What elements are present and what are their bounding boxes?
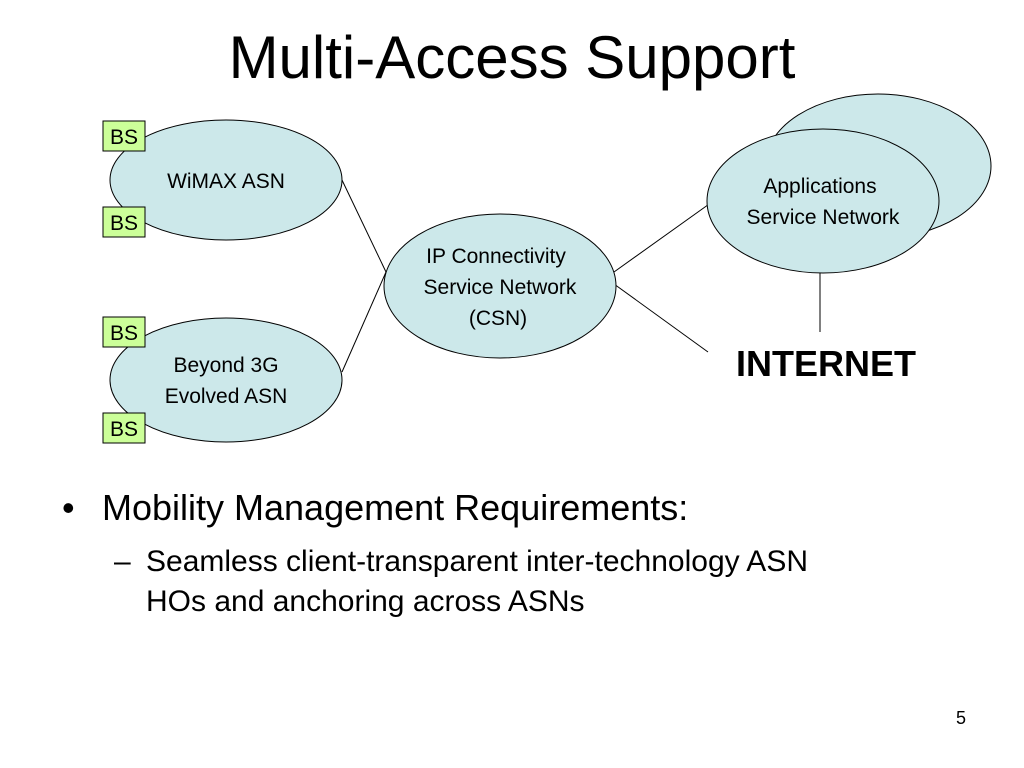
beyond3g-asn-ellipse bbox=[109, 317, 343, 443]
internet-label: INTERNET bbox=[736, 343, 916, 384]
bs-label: BS bbox=[110, 322, 138, 345]
csn-label-line3: (CSN) bbox=[469, 307, 527, 330]
asp-ellipse bbox=[706, 128, 940, 274]
network-diagram: Applications Service Network WiMAX ASN B… bbox=[102, 93, 992, 444]
wimax-asn-label: WiMAX ASN bbox=[167, 170, 285, 193]
sub-bullet-line2: HOs and anchoring across ASNs bbox=[146, 585, 585, 618]
beyond3g-label-line2: Evolved ASN bbox=[165, 385, 288, 408]
sub-bullet-line1: Seamless client-transparent inter-techno… bbox=[146, 545, 808, 578]
bs-box-beyond3g-top: BS bbox=[102, 316, 146, 348]
bs-label: BS bbox=[110, 212, 138, 235]
bs-label: BS bbox=[110, 418, 138, 441]
bullet-list: • Mobility Management Requirements: – Se… bbox=[62, 486, 962, 622]
wimax-asn-ellipse bbox=[109, 119, 343, 241]
link-csn-internet bbox=[613, 283, 709, 353]
link-beyond3g-csn bbox=[341, 271, 387, 373]
bullet-text: Mobility Management Requirements: bbox=[102, 487, 689, 528]
csn-label-line2: Service Network bbox=[424, 276, 577, 299]
bs-box-beyond3g-bottom: BS bbox=[102, 412, 146, 444]
page-number: 5 bbox=[955, 708, 966, 728]
sub-bullet-text: Seamless client-transparent inter-techno… bbox=[146, 542, 808, 622]
asp-label-line1: Applications bbox=[763, 175, 876, 198]
sub-bullet-item: – Seamless client-transparent inter-tech… bbox=[114, 542, 914, 622]
bs-box-wimax-bottom: BS bbox=[102, 206, 146, 238]
beyond3g-label-line1: Beyond 3G bbox=[173, 354, 278, 377]
bs-label: BS bbox=[110, 126, 138, 149]
csn-label-line1: IP Connectivity bbox=[426, 245, 566, 268]
bullet-item: • Mobility Management Requirements: bbox=[62, 486, 962, 530]
bullet-dot-icon: • bbox=[62, 487, 75, 528]
asp-label-line2: Service Network bbox=[747, 206, 900, 229]
bs-box-wimax-top: BS bbox=[102, 120, 146, 152]
dash-icon: – bbox=[114, 545, 131, 578]
link-wimax-csn bbox=[341, 179, 387, 273]
csn-ellipse bbox=[383, 213, 617, 359]
slide-title: Multi-Access Support bbox=[228, 24, 796, 91]
link-csn-asp bbox=[613, 201, 713, 273]
